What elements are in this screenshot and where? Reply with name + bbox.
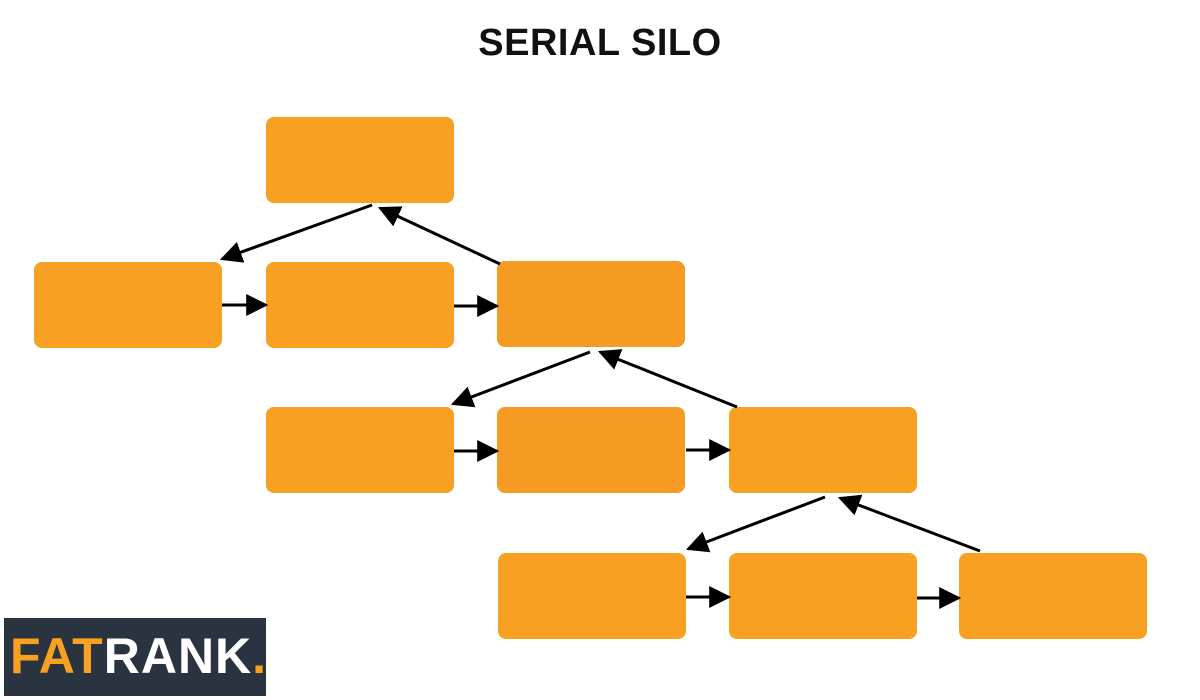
- logo-part-rank: RANK: [103, 628, 253, 684]
- logo-dot: .: [252, 628, 268, 684]
- node-row3-a: [498, 553, 686, 639]
- node-row2-a: [266, 407, 454, 493]
- node-row1-b: [266, 262, 454, 348]
- node-row3-b: [729, 553, 917, 639]
- arrow-top-to-row1-a: [219, 203, 373, 263]
- node-row1-c: [497, 261, 685, 347]
- arrow-row2-c-to-row3-a: [685, 495, 826, 553]
- node-row1-a: [34, 262, 222, 348]
- node-row2-b: [497, 407, 685, 493]
- arrow-row2-c-to-row1-c: [597, 349, 738, 409]
- logo-part-fat: FAT: [10, 628, 104, 684]
- fatrank-logo: FATRANK.: [4, 618, 266, 696]
- node-row3-c: [959, 553, 1147, 639]
- node-top: [266, 117, 454, 203]
- node-row2-c: [729, 407, 917, 493]
- arrow-row3-c-to-row2-c: [837, 494, 981, 553]
- logo-wordmark: FATRANK.: [10, 626, 267, 686]
- diagram-title: SERIAL SILO: [478, 22, 722, 64]
- arrow-row1-c-to-row2-a: [450, 350, 591, 408]
- arrow-row1-c-to-top: [378, 206, 501, 266]
